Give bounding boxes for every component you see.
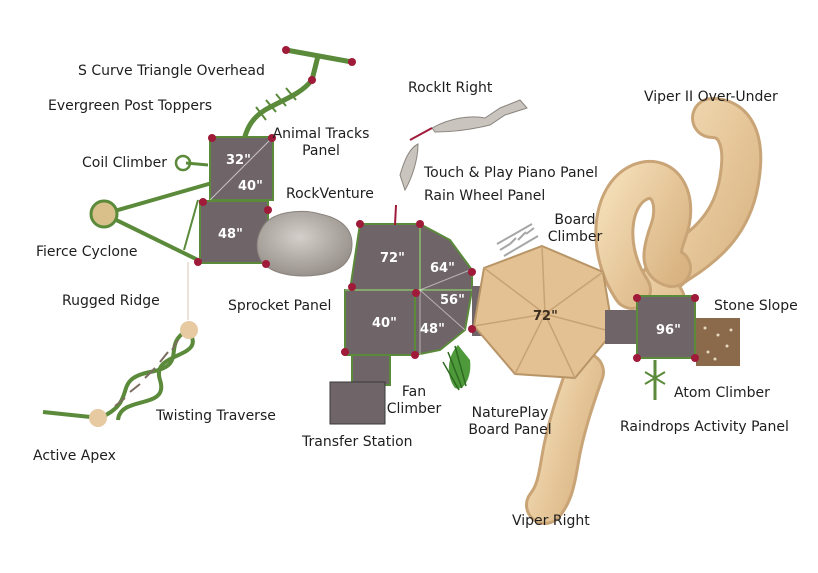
rockventure-rock <box>256 210 353 277</box>
label-animal-tracks-panel: Animal Tracks Panel <box>268 126 374 160</box>
deck-height-96: 96" <box>656 323 681 338</box>
left-tower <box>199 136 274 264</box>
label-sprocket-panel: Sprocket Panel <box>228 298 332 314</box>
active-apex-ball <box>89 409 107 427</box>
post-topper <box>199 198 207 206</box>
post-topper <box>348 58 356 66</box>
post-topper <box>208 134 216 142</box>
deck-height-48: 48" <box>218 227 243 242</box>
post-topper <box>416 220 424 228</box>
post-topper <box>691 354 699 362</box>
deck-height-72: 72" <box>380 251 405 266</box>
fan-climber <box>442 345 471 391</box>
post-toppers <box>194 134 699 362</box>
board-climber-ladder <box>496 223 539 257</box>
label-transfer-station: Transfer Station <box>302 434 413 450</box>
post-topper <box>308 76 316 84</box>
label-rugged-ridge: Rugged Ridge <box>62 293 160 309</box>
coil-climber <box>174 154 209 172</box>
label-evergreen-post-toppers: Evergreen Post Toppers <box>48 98 213 114</box>
label-board-climber-line1: Board <box>554 212 596 228</box>
post-topper <box>348 283 356 291</box>
post-topper <box>412 289 420 297</box>
deck-height-32: 32" <box>226 153 251 168</box>
deck-height-64: 64" <box>430 261 455 276</box>
label-board-climber: Board Climber <box>530 212 620 246</box>
fierce-cyclone <box>89 181 213 262</box>
middle-tower <box>329 222 484 425</box>
label-fan-climber: Fan Climber <box>382 384 446 418</box>
label-twisting-traverse: Twisting Traverse <box>156 408 276 424</box>
hex-roof <box>472 244 615 380</box>
post-topper <box>262 260 270 268</box>
rockit-right <box>394 99 528 226</box>
viper-ii-slide <box>594 97 763 321</box>
post-topper <box>282 46 290 54</box>
right-tower <box>605 295 740 400</box>
label-touch-play-piano-panel: Touch & Play Piano Panel <box>424 165 598 181</box>
label-raindrops-activity-panel: Raindrops Activity Panel <box>620 419 789 435</box>
post-topper <box>633 354 641 362</box>
post-topper <box>468 325 476 333</box>
viper-right-slide <box>525 352 605 525</box>
twisting-traverse <box>42 262 195 421</box>
label-animal-tracks-line1: Animal Tracks <box>272 126 370 142</box>
label-fan-climber-line2: Climber <box>386 401 442 417</box>
post-topper <box>356 220 364 228</box>
label-board-climber-line2: Climber <box>547 229 603 245</box>
deck-height-40: 40" <box>238 179 263 194</box>
label-rockit-right: RockIt Right <box>408 80 493 96</box>
label-atom-climber: Atom Climber <box>674 385 770 401</box>
label-viper-ii-over-under: Viper II Over-Under <box>644 89 778 105</box>
s-curve-triangle-overhead <box>241 47 353 141</box>
label-natureplay-line1: NaturePlay <box>471 405 549 421</box>
label-stone-slope: Stone Slope <box>714 298 798 314</box>
post-topper <box>468 268 476 276</box>
label-s-curve-triangle-overhead: S Curve Triangle Overhead <box>78 63 265 79</box>
label-rockventure: RockVenture <box>286 186 374 202</box>
label-rain-wheel-panel: Rain Wheel Panel <box>424 188 546 204</box>
post-topper <box>268 134 276 142</box>
post-topper <box>691 294 699 302</box>
deck-height-48: 48" <box>420 322 445 337</box>
label-active-apex: Active Apex <box>33 448 116 464</box>
label-natureplay-line2: Board Panel <box>468 422 552 438</box>
deck-height-40: 40" <box>372 316 397 331</box>
twisting-traverse-ball <box>180 321 198 339</box>
label-natureplay-board-panel: NaturePlay Board Panel <box>460 405 560 439</box>
post-topper <box>264 206 272 214</box>
label-coil-climber: Coil Climber <box>82 155 168 171</box>
post-topper <box>194 258 202 266</box>
label-animal-tracks-line2: Panel <box>302 143 340 159</box>
post-topper <box>633 294 641 302</box>
post-topper <box>341 348 349 356</box>
post-topper <box>411 351 419 359</box>
deck-height-72-roof: 72" <box>533 309 558 324</box>
label-viper-right: Viper Right <box>512 513 590 529</box>
deck-height-56: 56" <box>440 293 465 308</box>
label-fierce-cyclone: Fierce Cyclone <box>36 244 138 260</box>
label-fan-climber-line1: Fan <box>401 384 427 400</box>
